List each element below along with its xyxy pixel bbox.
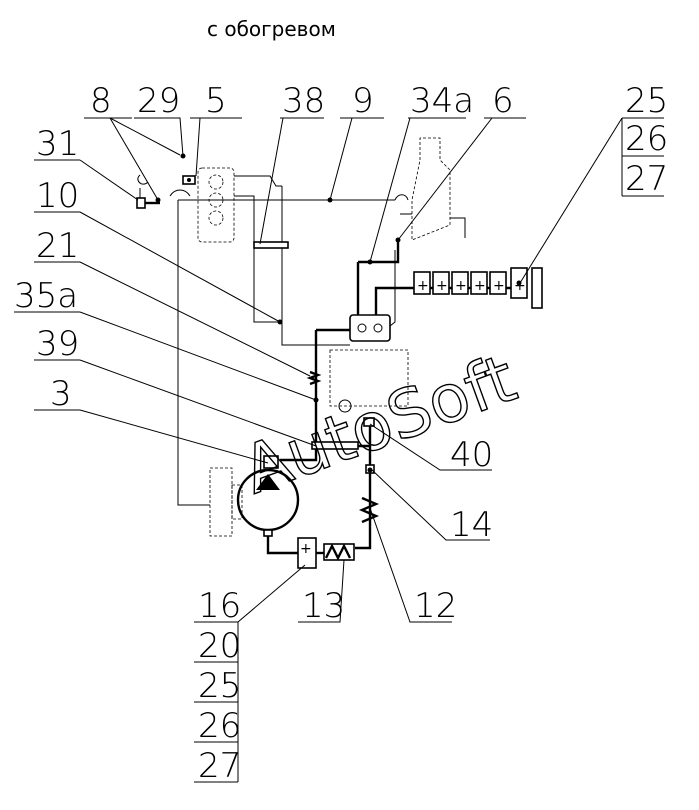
- watermark: AutoSoft: [233, 340, 526, 509]
- plus-glyph: +: [514, 278, 526, 294]
- component-16-filter: +: [297, 537, 317, 569]
- label-14: 14: [450, 505, 493, 545]
- junction-dots: [155, 153, 522, 473]
- component-spring-21: [306, 370, 322, 386]
- plus-glyph: +: [493, 278, 505, 294]
- component-pump-3: [236, 455, 300, 537]
- component-39-bar: [311, 441, 359, 450]
- label-6: 6: [492, 81, 514, 121]
- label-13: 13: [302, 586, 345, 626]
- leader-lines: [14, 117, 664, 783]
- component-13-coil: [323, 543, 355, 561]
- label-31: 31: [36, 124, 79, 164]
- label-29: 29: [137, 81, 180, 121]
- label-12: 12: [414, 586, 457, 626]
- label-25: 25: [625, 81, 668, 121]
- plus-glyph: +: [474, 278, 486, 294]
- label-38: 38: [282, 81, 325, 121]
- diagram-title: с обогревом: [207, 17, 336, 41]
- component-38-bar: [253, 241, 289, 249]
- label-21: 21: [36, 226, 79, 266]
- label-39: 39: [36, 324, 79, 364]
- label-3: 3: [50, 374, 72, 414]
- component-40: [338, 399, 375, 427]
- callout-labels: 8 29 5 38 9 34a 6 25 26 27 31 10 21 35a …: [14, 81, 668, 786]
- plus-glyph: +: [417, 278, 429, 294]
- label-16: 16: [198, 586, 241, 626]
- plus-glyph: +: [455, 278, 467, 294]
- label-8: 8: [90, 81, 112, 121]
- component-25-bank: + + + + + +: [413, 267, 543, 309]
- label-40: 40: [450, 435, 493, 475]
- component-control-block: [349, 314, 391, 342]
- component-valve-bank-5: [182, 175, 196, 185]
- label-9: 9: [352, 81, 374, 121]
- label-20: 20: [198, 626, 241, 666]
- label-27: 27: [625, 159, 668, 199]
- label-35a: 35a: [14, 276, 78, 316]
- label-5: 5: [205, 81, 227, 121]
- ghost-outlines: [169, 137, 466, 537]
- label-34a: 34a: [410, 81, 474, 121]
- label-26-bottom: 26: [198, 706, 241, 746]
- component-31: [136, 174, 160, 209]
- plus-glyph: +: [436, 278, 448, 294]
- label-25-bottom: 25: [198, 666, 241, 706]
- label-26: 26: [625, 119, 668, 159]
- plus-glyph: +: [300, 541, 312, 557]
- label-10: 10: [36, 176, 79, 216]
- label-27-bottom: 27: [198, 746, 241, 786]
